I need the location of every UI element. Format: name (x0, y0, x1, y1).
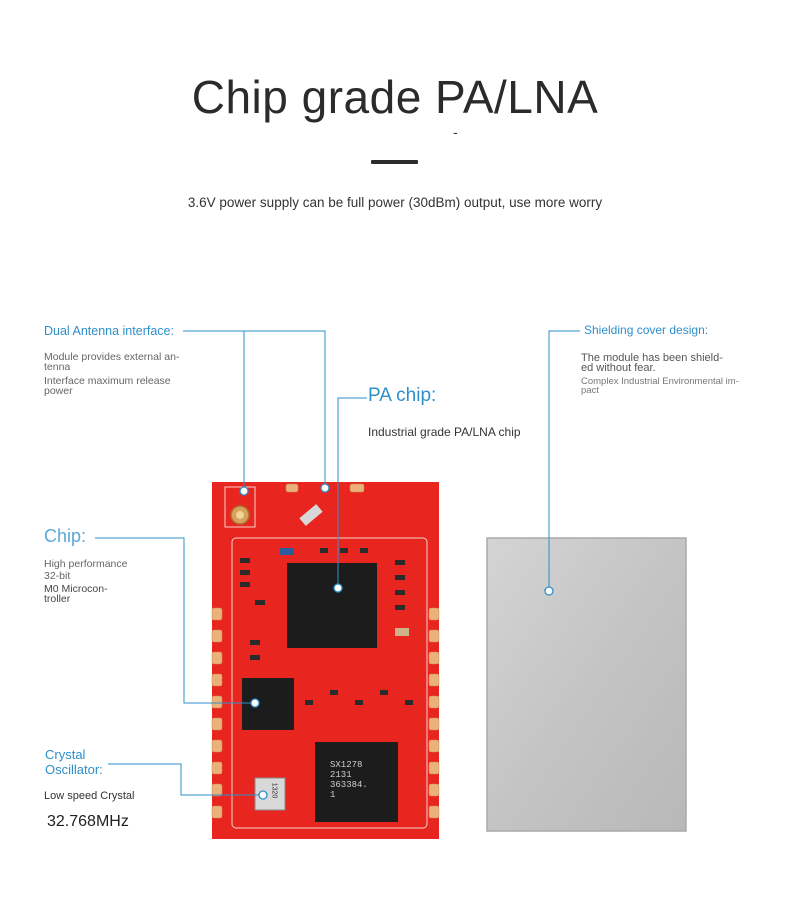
crystal-callout-desc: Low speed Crystal (44, 790, 135, 802)
shield-callout-desc: The module has been shield- ed without f… (581, 352, 723, 374)
desc-line: ed without fear. (581, 362, 656, 374)
chip-marking: SX1278 2131 363384. 1 (330, 760, 368, 800)
pa-callout-title: PA chip: (368, 385, 437, 406)
desc-line: The module has been shield- (581, 352, 723, 364)
desc-line: High performance (44, 558, 128, 570)
shield-marker (544, 586, 554, 596)
pa-marker (333, 583, 343, 593)
desc-line: 32-bit (44, 570, 71, 582)
desc-line: troller (44, 593, 71, 605)
title-line: Oscillator: (45, 762, 103, 777)
desc-line: power (44, 385, 73, 397)
antenna-marker-2 (320, 483, 330, 493)
chip-callout-desc: High performance 32-bit M0 Microcon- tro… (44, 558, 128, 605)
chip-marking-line: SX1278 (330, 760, 363, 770)
chip-callout-title: Chip: (44, 526, 87, 546)
pcb-module (211, 482, 440, 839)
desc-line: Module provides external an- (44, 351, 180, 363)
page-subtitle: 3.6V power supply can be full power (30d… (187, 195, 603, 210)
antenna-marker-1 (239, 486, 249, 496)
desc-line: tenna (44, 361, 71, 373)
title-underline (371, 160, 418, 164)
pa-callout-desc: Industrial grade PA/LNA chip (368, 425, 521, 439)
desc-line: pact (581, 385, 599, 396)
desc-line: Interface maximum release (44, 375, 171, 387)
page-title: Chip grade PA/LNA (191, 71, 599, 123)
chip-marker (250, 698, 260, 708)
desc-line: Complex Industrial Environmental im- (581, 376, 739, 387)
shield-callout-title: Shielding cover design: (584, 323, 709, 337)
crystal-callout-title: Crystal Oscillator: (45, 747, 103, 777)
title-line: Crystal (45, 747, 86, 762)
shield-callout-desc-2: Complex Industrial Environmental im- pac… (581, 376, 739, 396)
crystal-marker (258, 790, 268, 800)
antenna-callout-desc: Module provides external an- tenna Inter… (44, 351, 180, 397)
title-dash: - (453, 124, 458, 140)
chip-marking-line: 363384. (330, 780, 368, 790)
crystal-marking: 1320 (270, 782, 278, 799)
antenna-callout-title: Dual Antenna interface: (44, 324, 174, 338)
crystal-frequency: 32.768MHz (47, 813, 129, 830)
chip-marking-line: 2131 (330, 770, 352, 780)
chip-marking-line: 1 (330, 790, 336, 800)
desc-line: M0 Microcon- (44, 583, 108, 595)
shield-cover (486, 537, 687, 832)
